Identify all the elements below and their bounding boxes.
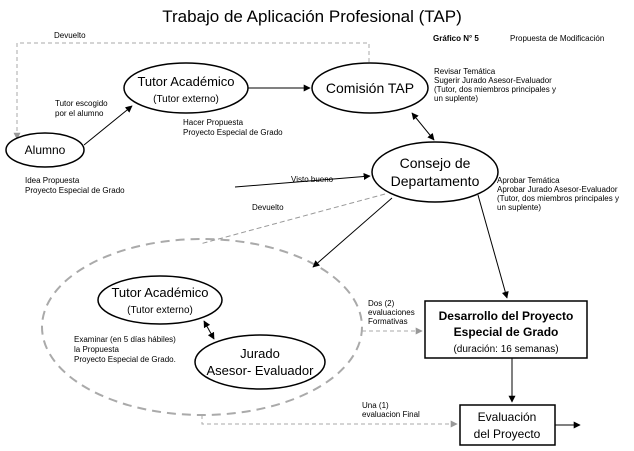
aprobar-tematica-note: Aprobar Temática Aprobar Jurado Asesor-E… (497, 176, 619, 212)
devuelto-mid-label: Devuelto (252, 203, 284, 212)
aprobar-line4: un suplente) (497, 203, 541, 212)
node-jurado: Jurado Asesor- Evaluador (194, 334, 326, 390)
jurado-line2: Asesor- Evaluador (207, 363, 315, 378)
consejo-line2: Departamento (391, 173, 480, 189)
arrow-alumno-to-tutor (83, 105, 133, 146)
arrow-consejo-to-desarrollo (477, 194, 509, 299)
examinar-line3: Proyecto Especial de Grado. (74, 355, 176, 364)
idea-line1: Idea Propuesta (25, 176, 80, 185)
desarrollo-line1: Desarrollo del Proyecto (439, 309, 574, 323)
jurado-line1: Jurado (240, 346, 280, 361)
idea-propuesta-note: Idea Propuesta Proyecto Especial de Grad… (25, 176, 125, 195)
dos-eval-line2: evaluaciones (368, 308, 415, 317)
tutor-top-title: Tutor Académico (137, 74, 234, 89)
devuelto-mid-line (199, 193, 386, 245)
node-evaluacion-proyecto: Evaluación del Proyecto (459, 404, 556, 446)
idea-line2: Proyecto Especial de Grado (25, 186, 125, 195)
tutor-top-subtitle: (Tutor externo) (153, 94, 219, 105)
hacer-propuesta-line1: Hacer Propuesta (183, 118, 244, 127)
arrow-visto-bueno (234, 173, 371, 188)
evaluacion-line1: Evaluación (478, 410, 537, 424)
tutor-escogido-line2: por el alumno (55, 109, 104, 118)
node-tutor-academico-bottom: Tutor Académico (Tutor externo) (97, 275, 223, 325)
dos-eval-line3: Formativas (368, 317, 408, 326)
node-tutor-academico-top: Tutor Académico (Tutor externo) (123, 62, 249, 114)
arrow-comision-consejo (411, 112, 435, 141)
dos-eval-line1: Dos (2) (368, 299, 395, 308)
evaluacion-line2: del Proyecto (474, 427, 541, 441)
consejo-line1: Consejo de (400, 155, 471, 171)
aprobar-line1: Aprobar Temática (497, 176, 560, 185)
arrow-tutor-jurado (203, 320, 215, 340)
tutor-bottom-subtitle: (Tutor externo) (127, 305, 193, 316)
arrow-evaluacion-final (201, 415, 458, 428)
tutor-escogido-line1: Tutor escogido (55, 99, 108, 108)
aprobar-line2: Aprobar Jurado Asesor-Evaluador (497, 185, 618, 194)
alumno-title: Alumno (25, 143, 66, 157)
revisar-line4: un suplente) (434, 94, 478, 103)
revisar-line3: (Tutor, dos miembros principales y (434, 85, 556, 94)
examinar-line2: la Propuesta (74, 345, 119, 354)
devuelto-top-label: Devuelto (54, 31, 86, 40)
tutor-escogido-note: Tutor escogido por el alumno (55, 99, 108, 118)
una-evaluacion-note: Una (1) evaluacion Final (362, 401, 420, 419)
devuelto-return-line (13, 42, 370, 140)
arrow-consejo-to-group (312, 197, 393, 268)
evaluation-group-ellipse (41, 238, 363, 416)
desarrollo-duration: (duración: 16 semanas) (453, 344, 558, 355)
examinar-line1: Examinar (en 5 días hábiles) (74, 335, 176, 344)
node-comision-tap: Comisión TAP (311, 62, 429, 114)
dos-evaluaciones-note: Dos (2) evaluaciones Formativas (368, 299, 415, 326)
visto-bueno-label: Visto bueno (291, 175, 334, 184)
una-eval-line1: Una (1) (362, 401, 389, 410)
diagram-title: Trabajo de Aplicación Profesional (TAP) (162, 7, 462, 26)
hacer-propuesta-note: Hacer Propuesta Proyecto Especial de Gra… (183, 118, 283, 137)
una-eval-line2: evaluacion Final (362, 410, 420, 419)
node-desarrollo-proyecto: Desarrollo del Proyecto Especial de Grad… (424, 300, 588, 359)
comision-title: Comisión TAP (326, 80, 414, 96)
node-alumno: Alumno (5, 132, 85, 168)
desarrollo-line2: Especial de Grado (454, 325, 559, 339)
node-consejo-departamento: Consejo de Departamento (371, 141, 499, 203)
revisar-tematica-note: Revisar Temática Sugerir Jurado Asesor-E… (434, 67, 556, 103)
figure-caption: Propuesta de Modificación (510, 34, 604, 43)
revisar-line2: Sugerir Jurado Asesor-Evaluador (434, 76, 552, 85)
revisar-line1: Revisar Temática (434, 67, 496, 76)
examinar-note: Examinar (en 5 días hábiles) la Propuest… (74, 335, 176, 364)
aprobar-line3: (Tutor, dos miembros principales y (497, 194, 619, 203)
tutor-bottom-title: Tutor Académico (111, 285, 208, 300)
figure-label: Gráfico N° 5 (433, 34, 479, 43)
hacer-propuesta-line2: Proyecto Especial de Grado (183, 128, 283, 137)
